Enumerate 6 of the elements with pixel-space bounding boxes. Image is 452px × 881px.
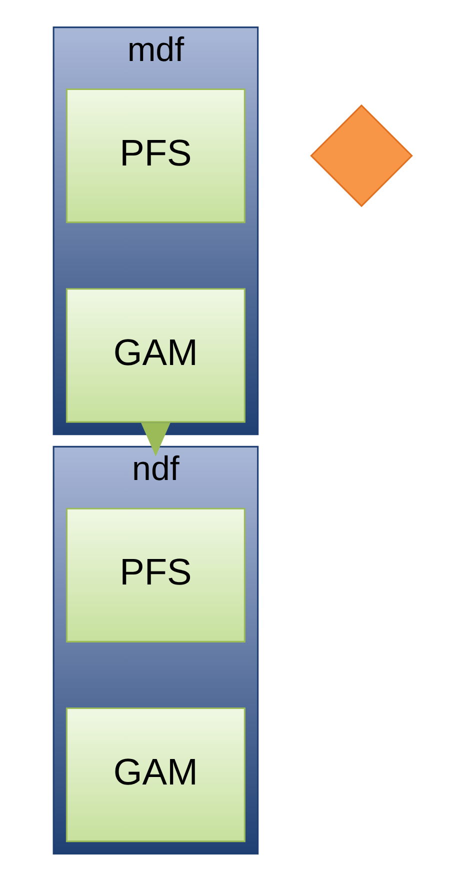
node-cross — [310, 104, 412, 208]
node-box: GAM — [65, 707, 245, 842]
node-box: PFS — [65, 88, 245, 224]
node-box: PFS — [65, 508, 245, 642]
arrow — [140, 422, 170, 456]
node-box: GAM — [65, 288, 245, 423]
